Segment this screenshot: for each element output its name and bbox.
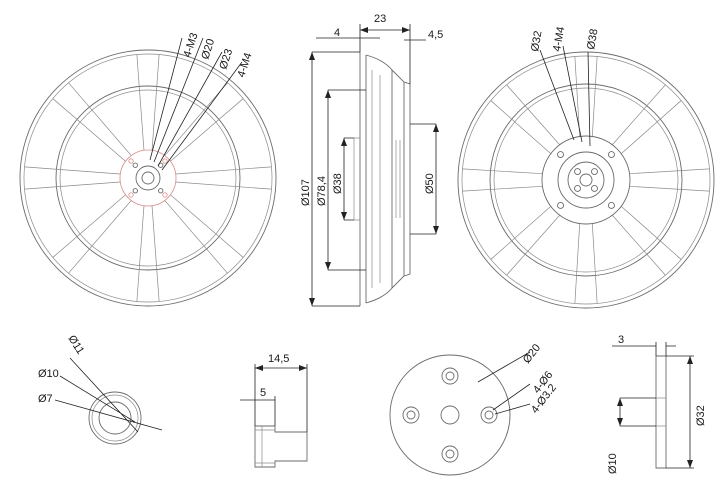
wheel-spoke [52,194,126,258]
label-side-d784: Ø78,4 [316,176,328,206]
wheel-spoke [621,100,682,154]
wheel-spoke [24,181,121,190]
mount-hole [132,188,138,194]
wheel-spoke [68,82,132,156]
mount-hole [132,162,138,168]
label-side-w45: 4,5 [428,29,443,41]
label-front-m4: 4-M4 [235,51,254,79]
mount-hole [557,151,564,158]
wheel-spoke [490,206,551,260]
mount-hole [557,202,564,209]
wheel-spoke [621,206,682,260]
front-view [19,49,277,307]
label-side-d38: Ø38 [332,173,344,194]
label-disk-d10: Ø10 [607,453,619,474]
wheel-spoke [462,185,543,192]
wheel-spoke [574,223,581,304]
wheel-spoke [462,168,543,175]
mount-hole [591,168,598,175]
wheel-spoke [164,82,228,156]
label-rear-d32: Ø32 [529,30,544,53]
side-view [353,52,411,306]
label-plate-d20: Ø20 [521,342,543,366]
wheel-spoke [591,223,598,304]
ring-part [88,391,142,445]
wheel-spoke [68,200,132,274]
dimension-lines [54,24,694,469]
wheel-spoke [175,166,272,175]
wheel-spoke [591,56,598,137]
sleeve-part [254,425,308,468]
label-side-w23: 23 [374,13,386,25]
label-ring-d10: Ø10 [38,368,59,380]
wheel-spoke [52,98,126,162]
wheel-spoke [136,205,145,302]
label-front-m3: 4-M3 [181,31,200,59]
wheel-spoke [506,215,560,276]
label-rear-d38: Ø38 [585,28,600,51]
wheel-spoke [490,100,551,154]
wheel-spoke [629,185,710,192]
mount-hole [162,158,168,164]
wheel-spoke [151,54,160,151]
label-front-d23: Ø23 [217,47,235,70]
rear-view [457,51,715,309]
label-side-w4: 4 [334,27,340,39]
mount-hole [574,168,581,175]
label-sleeve-w145: 14,5 [268,353,289,365]
label-rear-m4: 4-M4 [551,26,567,53]
wheel-spoke [164,200,228,274]
mount-hole [574,185,581,192]
label-side-d107: Ø107 [300,179,312,206]
wheel-spoke [506,84,560,145]
label-disk-w3: 3 [618,334,624,346]
disk-part [655,355,667,469]
mount-hole [162,192,168,198]
wheel-spoke [629,168,710,175]
wheel-spoke [175,181,272,190]
wheel-spoke [136,54,145,151]
wheel-spoke [574,56,581,137]
mount-hole [158,188,164,194]
mount-hole [128,158,134,164]
mount-hole [591,185,598,192]
label-ring-d11: Ø11 [65,333,86,356]
plate-part [389,354,511,476]
wheel-spoke [170,194,244,258]
mount-hole [608,202,615,209]
mount-hole [128,192,134,198]
wheel-spoke [24,166,121,175]
mount-hole [608,151,615,158]
label-ring-d7: Ø7 [38,393,53,405]
label-disk-d32: Ø32 [695,405,707,426]
label-side-d50: Ø50 [424,173,436,194]
wheel-spoke [151,205,160,302]
wheel-spoke [170,98,244,162]
dimension-arrows [255,27,693,468]
wheel-spoke [612,84,666,145]
label-sleeve-w5: 5 [260,387,266,399]
dimension-labels: 4-M3 Ø20 Ø23 4-M4 23 4 4,5 Ø107 Ø78,4 Ø3… [38,13,707,474]
wheel-spoke [612,215,666,276]
